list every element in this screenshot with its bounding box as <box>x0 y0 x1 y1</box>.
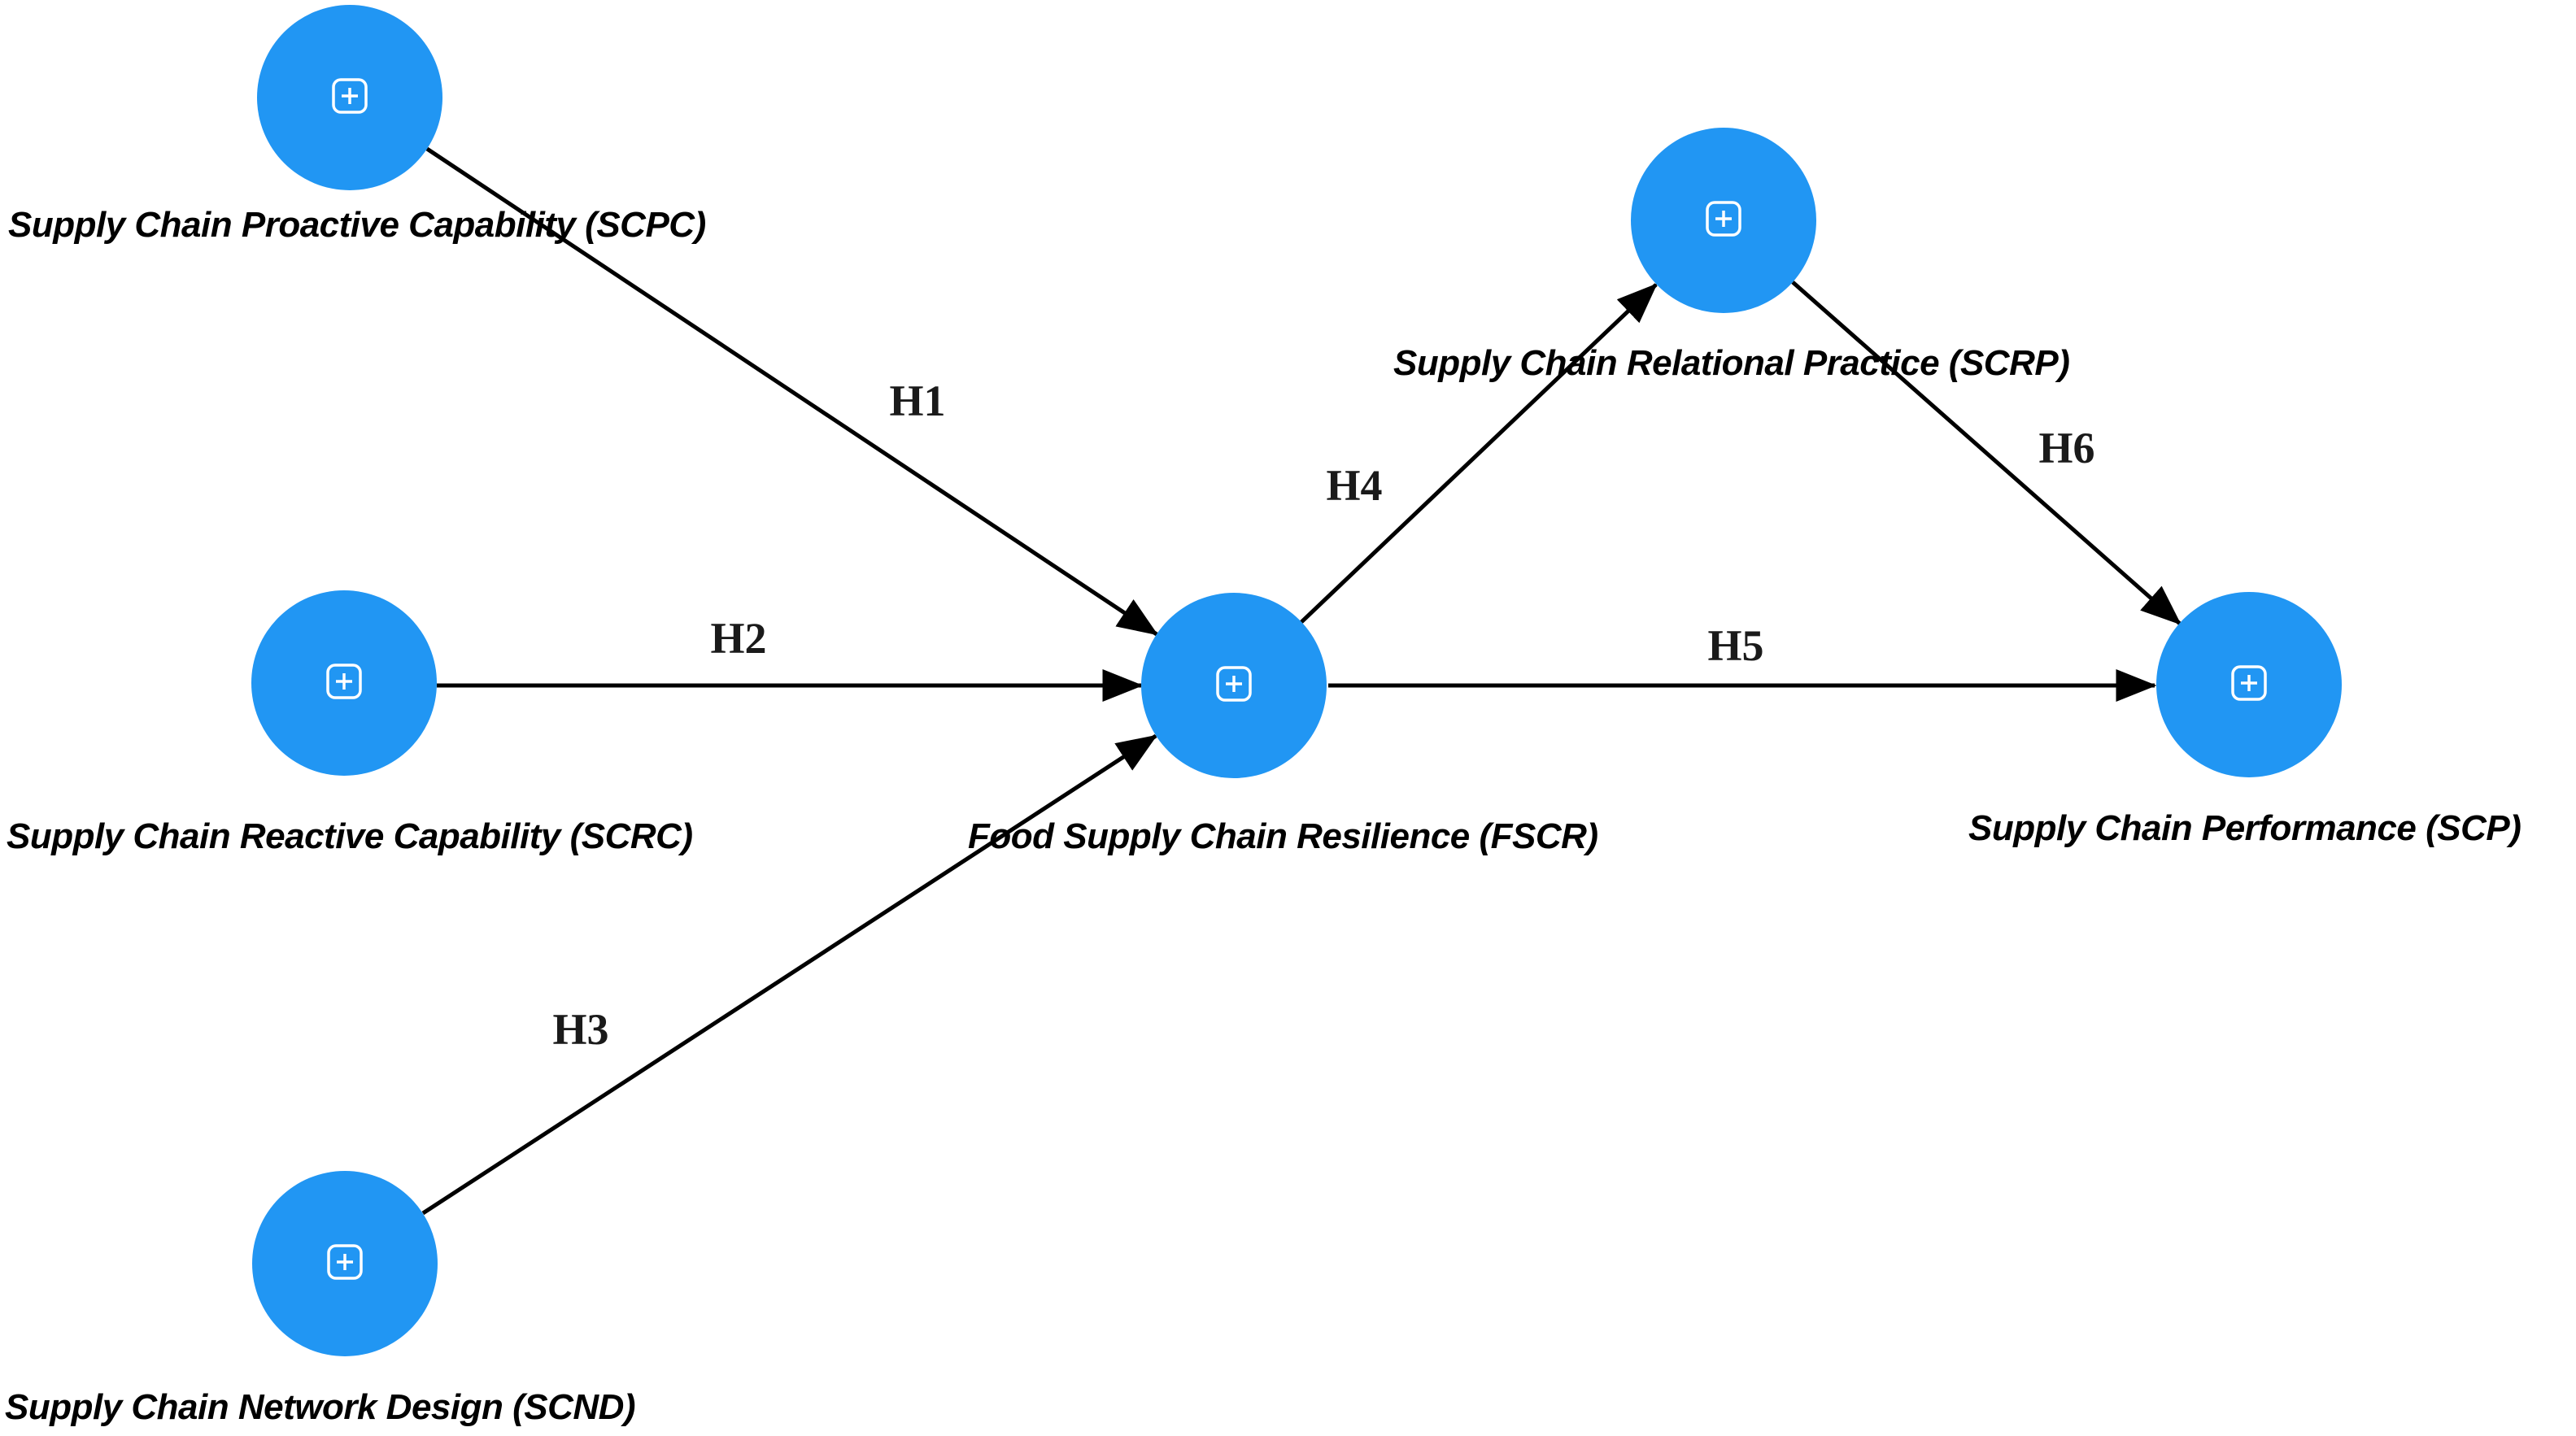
hypothesis-label-h5: H5 <box>1707 621 1764 670</box>
plus-square-icon <box>326 1243 364 1285</box>
node-label-scrc: Supply Chain Reactive Capability (SCRC) <box>7 816 693 856</box>
node-label-fscr: Food Supply Chain Resilience (FSCR) <box>968 816 1598 856</box>
node-scrc <box>251 590 437 776</box>
hypothesis-label-h3: H3 <box>552 1005 609 1054</box>
node-scnd <box>252 1171 438 1356</box>
hypothesis-label-h2: H2 <box>710 614 767 663</box>
plus-square-icon <box>1215 665 1253 707</box>
plus-square-icon <box>331 77 368 119</box>
hypothesis-label-h1: H1 <box>889 376 946 425</box>
node-label-scnd: Supply Chain Network Design (SCND) <box>5 1387 636 1427</box>
path-arrow-h6 <box>1791 281 2182 625</box>
hypothesis-label-h6: H6 <box>2038 424 2095 472</box>
path-arrow-h1 <box>425 146 1159 637</box>
path-arrow-h3 <box>421 733 1158 1216</box>
hypothesis-label-h4: H4 <box>1326 461 1383 510</box>
node-label-scp: Supply Chain Performance (SCP) <box>1968 808 2522 848</box>
node-scrp <box>1631 128 1816 313</box>
node-label-scpc: Supply Chain Proactive Capability (SCPC) <box>8 205 706 245</box>
path-arrow-h4 <box>1300 283 1658 624</box>
node-label-scrp: Supply Chain Relational Practice (SCRP) <box>1393 343 2070 383</box>
plus-square-icon <box>1705 200 1742 242</box>
plus-square-icon <box>325 663 363 704</box>
plus-square-icon <box>2230 664 2268 706</box>
node-fscr <box>1141 593 1327 778</box>
node-scp <box>2156 592 2342 777</box>
node-scpc <box>257 5 442 190</box>
